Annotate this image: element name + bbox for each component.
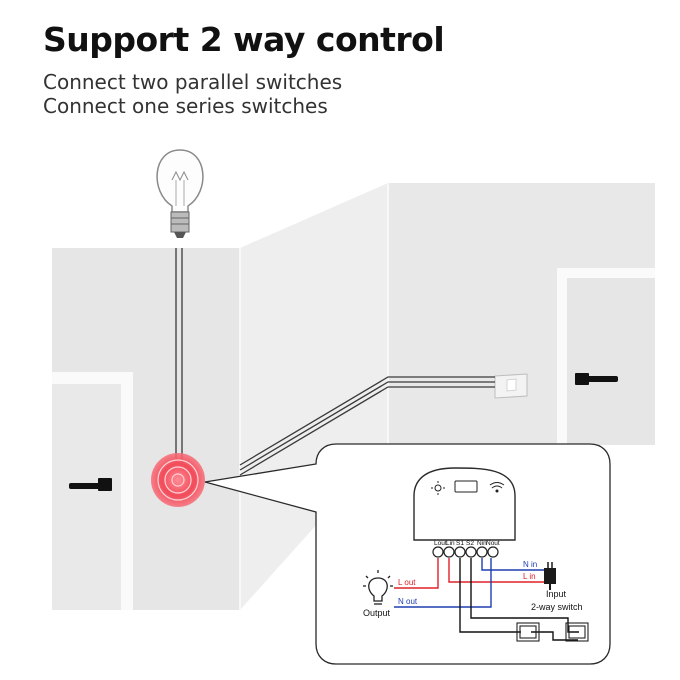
- middle-wall: [240, 183, 388, 610]
- door-handle-icon: [575, 373, 618, 385]
- wiring: [394, 558, 579, 641]
- two-way-switch-right: [565, 622, 589, 642]
- two-way-switch-label: 2-way switch: [531, 602, 583, 612]
- smart-switch-module: [413, 467, 516, 541]
- left-door: [52, 372, 133, 610]
- output-bulb-icon: [363, 570, 393, 605]
- terminal-label-s1: S1: [456, 540, 464, 547]
- subtitle-line-2: Connect one series switches: [43, 94, 328, 118]
- l-in-wire: [448, 558, 545, 583]
- subtitle-line-1: Connect two parallel switches: [43, 70, 343, 94]
- light-bulb-icon: [156, 149, 204, 238]
- s2-wire: [470, 558, 579, 633]
- terminal-label-s2: S2: [466, 540, 474, 547]
- plug-icon: [544, 562, 556, 590]
- l-out-label: L out: [398, 578, 416, 587]
- page-title: Support 2 way control: [43, 20, 445, 59]
- n-in-label: N in: [523, 560, 537, 569]
- n-out-label: N out: [398, 597, 418, 606]
- right-door: [557, 268, 655, 445]
- two-way-switch-left: [516, 622, 540, 642]
- terminal-labels: Lout Lin S1 S2 Nin Nout: [434, 540, 500, 547]
- terminal-label-lout: Lout: [434, 540, 447, 547]
- terminal-label-lin: Lin: [446, 540, 455, 547]
- output-label: Output: [363, 608, 391, 618]
- input-label: Input: [546, 589, 567, 599]
- l-in-label: L in: [523, 572, 536, 581]
- wall-wires: [175, 248, 495, 476]
- door-handle-icon: [69, 478, 112, 491]
- sun-icon: [431, 481, 445, 495]
- n-in-wire: [481, 558, 545, 571]
- n-out-wire: [394, 558, 492, 608]
- wall-switch-icon: [494, 373, 528, 399]
- terminal-label-nout: Nout: [486, 540, 500, 547]
- terminal-screws: [432, 546, 499, 558]
- terminal-label-nin: Nin: [477, 540, 487, 547]
- status-window: [454, 480, 478, 493]
- l-out-wire: [394, 558, 439, 589]
- module-location-indicator: [151, 453, 205, 507]
- wifi-icon: [489, 482, 505, 493]
- s1-wire: [459, 558, 521, 633]
